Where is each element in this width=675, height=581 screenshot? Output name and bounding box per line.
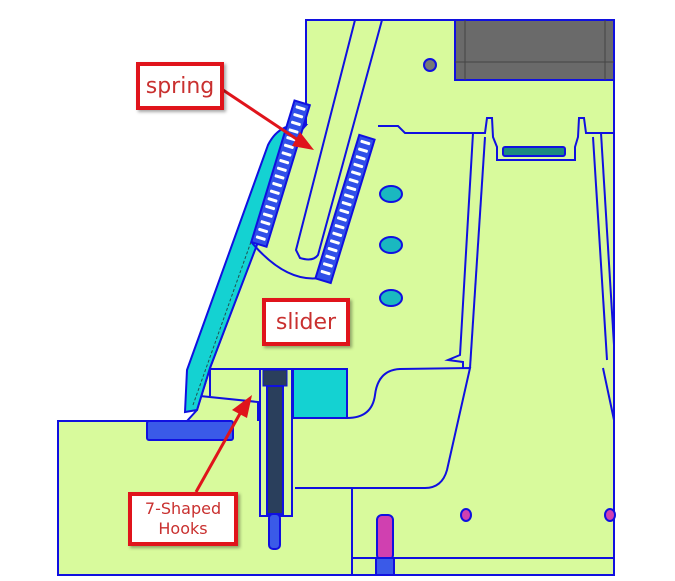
slider-label: slider [262, 298, 350, 346]
hooks-arrow [194, 409, 244, 493]
rod [268, 513, 281, 550]
bolt-hole [423, 58, 437, 72]
spring-arrow [219, 86, 299, 142]
hooks-label: 7-Shaped Hooks [128, 492, 238, 546]
cooling-hole [379, 185, 403, 203]
slider-block [292, 368, 348, 419]
ejector-pin-base [375, 557, 395, 576]
spring-label: spring [136, 62, 224, 110]
pin-hole [460, 508, 472, 522]
ejector-pin [376, 514, 394, 561]
bolt-head [262, 369, 288, 387]
spring-rod [294, 19, 384, 261]
gray-block [454, 19, 615, 81]
pocket-outline [295, 366, 472, 489]
hook-plate [146, 420, 234, 441]
parting-line [378, 117, 614, 161]
pin-hole [604, 508, 616, 522]
slot-insert [502, 146, 566, 157]
bolt-shaft [266, 385, 284, 515]
cooling-hole [379, 289, 403, 307]
cooling-hole [379, 236, 403, 254]
